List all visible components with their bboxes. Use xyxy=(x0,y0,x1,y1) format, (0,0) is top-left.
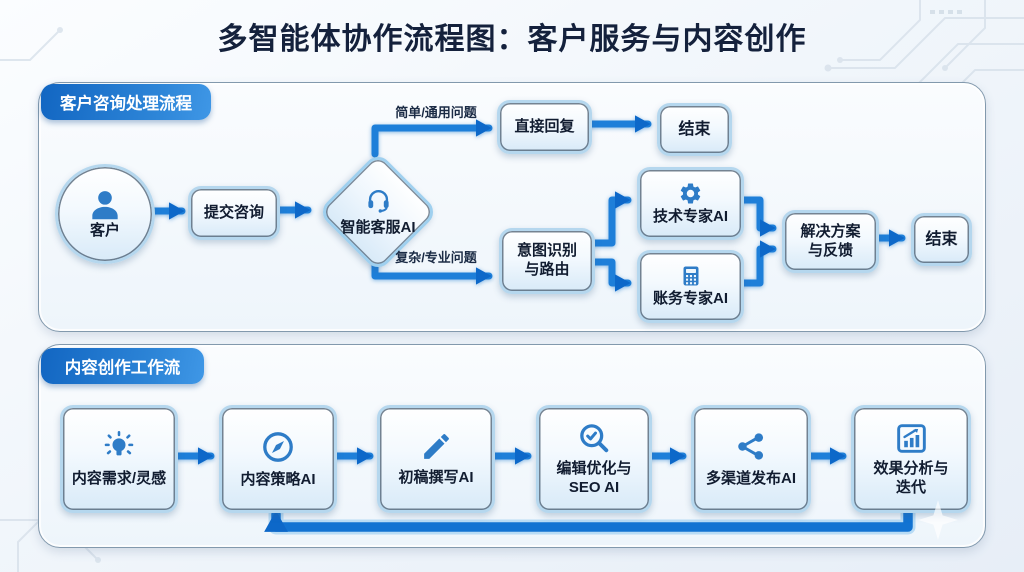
node-label: 账务专家AI xyxy=(652,290,728,308)
node-ai-agent-decision: 智能客服AI xyxy=(317,151,439,273)
bar-chart-icon xyxy=(896,423,926,453)
node-end-top: 结束 xyxy=(657,103,732,156)
gear-icon xyxy=(680,183,701,204)
node-end-right: 结束 xyxy=(911,213,972,266)
node-content-need: 内容需求/灵感 xyxy=(60,405,178,513)
node-label: 编辑优化与 SEO AI xyxy=(556,460,632,496)
seo-search-check-icon xyxy=(580,424,609,453)
node-label: 提交咨询 xyxy=(203,203,264,221)
node-label: 客户 xyxy=(89,221,120,239)
node-intent-routing: 意图识别 与路由 xyxy=(499,228,595,294)
node-draft-writing-ai: 初稿撰写AI xyxy=(377,405,495,513)
node-label: 解决方案 与反馈 xyxy=(800,222,861,259)
compass-icon xyxy=(263,431,293,462)
node-label: 技术专家AI xyxy=(652,207,728,225)
share-icon xyxy=(737,433,763,460)
node-label: 结束 xyxy=(678,120,711,138)
node-tech-expert-ai: 技术专家AI xyxy=(637,167,744,240)
section-tab-customer-service: 客户咨询处理流程 xyxy=(41,84,211,120)
node-label: 结束 xyxy=(925,230,958,248)
lightbulb-icon xyxy=(104,430,134,455)
node-content-strategy-ai: 内容策略AI xyxy=(219,405,337,513)
node-submit-inquiry: 提交咨询 xyxy=(188,186,280,240)
node-label: 效果分析与 迭代 xyxy=(873,459,949,496)
node-customer: 客户 xyxy=(55,164,155,264)
node-label: 直接回复 xyxy=(514,117,575,135)
node-multichannel-publish-ai: 多渠道发布AI xyxy=(691,405,811,513)
person-icon xyxy=(92,190,118,219)
node-direct-reply: 直接回复 xyxy=(497,100,592,154)
node-label: 初稿撰写AI xyxy=(398,469,474,487)
branch-label-simple: 简单/通用问题 xyxy=(395,105,477,120)
node-label: 内容策略AI xyxy=(240,470,316,488)
node-label: 意图识别 与路由 xyxy=(516,242,577,278)
page-title: 多智能体协作流程图：客户服务与内容创作 xyxy=(217,23,807,56)
node-label: 多渠道发布AI xyxy=(705,470,796,488)
node-solution-feedback: 解决方案 与反馈 xyxy=(782,210,879,273)
node-billing-expert-ai: 账务专家AI xyxy=(637,250,744,323)
calculator-icon xyxy=(683,266,698,286)
section-tab-content-creation: 内容创作工作流 xyxy=(41,348,204,384)
headset-icon xyxy=(367,190,389,213)
branch-label-complex: 复杂/专业问题 xyxy=(395,250,477,265)
node-analytics-iteration: 效果分析与 迭代 xyxy=(851,405,971,513)
node-seo-editing-ai: 编辑优化与 SEO AI xyxy=(536,405,652,513)
node-label: 内容需求/灵感 xyxy=(71,469,167,487)
pencil-icon xyxy=(423,434,449,459)
sparkle-watermark-icon xyxy=(918,500,958,540)
node-label: 智能客服AI xyxy=(340,219,416,236)
